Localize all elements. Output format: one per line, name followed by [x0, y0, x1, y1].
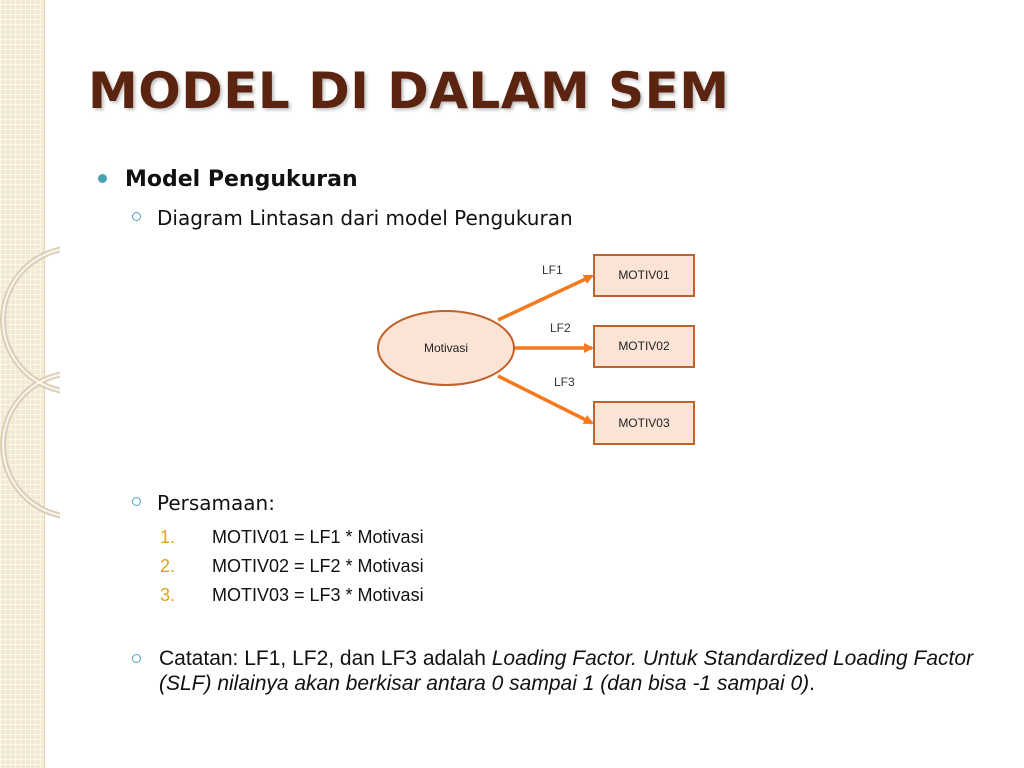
sub-bullet-persamaan: Persamaan:: [132, 491, 275, 515]
indicator-label-1: MOTIV01: [618, 268, 670, 282]
indicator-box-1: [593, 254, 695, 297]
indicator-label-3: MOTIV03: [618, 416, 670, 430]
latent-ellipse: [377, 310, 515, 386]
sub-bullet-text: Persamaan:: [157, 491, 275, 515]
note-italic: Loading Factor. Untuk Standardized Loadi…: [159, 647, 974, 695]
loading-label-lf3: LF3: [554, 375, 575, 389]
indicator-box-2: [593, 325, 695, 368]
sub-bullet-ring-icon: [132, 212, 141, 221]
arrow-lf1: [497, 274, 594, 322]
note-text: Catatan: LF1, LF2, dan LF3 adalah Loadin…: [159, 646, 1002, 696]
note-end: .: [809, 672, 815, 695]
sub-bullet-catatan: Catatan: LF1, LF2, dan LF3 adalah Loadin…: [132, 646, 1002, 696]
sub-bullet-ring-icon: [132, 654, 141, 663]
latent-label: Motivasi: [424, 341, 468, 355]
equation-number: 3.: [160, 585, 176, 605]
loading-label-lf1: LF1: [542, 263, 563, 277]
equation-text: MOTIV01 = LF1 * Motivasi: [212, 527, 424, 547]
arrow-lf3: [497, 374, 594, 425]
slide-title: MODEL DI DALAM SEM: [88, 62, 730, 120]
bullet-dot-icon: [98, 173, 107, 183]
decorative-circles: [0, 246, 60, 519]
equation-item: 1. MOTIV01 = LF1 * Motivasi: [160, 523, 424, 552]
sub-bullet-ring-icon: [132, 497, 141, 506]
equation-text: MOTIV02 = LF2 * Motivasi: [212, 556, 424, 576]
equation-number: 1.: [160, 527, 176, 547]
note-plain: Catatan: LF1, LF2, dan LF3 adalah: [159, 647, 492, 670]
loading-label-lf2: LF2: [550, 321, 571, 335]
sub-bullet-diagram: Diagram Lintasan dari model Pengukuran: [132, 206, 573, 230]
path-diagram: LF1 LF2 LF3 Motivasi MOTIV01 MOTIV02 MOT…: [377, 254, 695, 445]
bullet-text: Model Pengukuran: [125, 167, 358, 192]
equation-number: 2.: [160, 556, 176, 576]
equation-item: 3. MOTIV03 = LF3 * Motivasi: [160, 581, 424, 610]
sub-bullet-text: Diagram Lintasan dari model Pengukuran: [157, 206, 573, 230]
equation-text: MOTIV03 = LF3 * Motivasi: [212, 585, 424, 605]
equation-item: 2. MOTIV02 = LF2 * Motivasi: [160, 552, 424, 581]
equation-list: 1. MOTIV01 = LF1 * Motivasi 2. MOTIV02 = L…: [160, 523, 424, 610]
indicator-box-3: [593, 401, 695, 445]
bullet-model-pengukuran: Model Pengukuran: [98, 167, 358, 192]
indicator-label-2: MOTIV02: [618, 339, 670, 353]
